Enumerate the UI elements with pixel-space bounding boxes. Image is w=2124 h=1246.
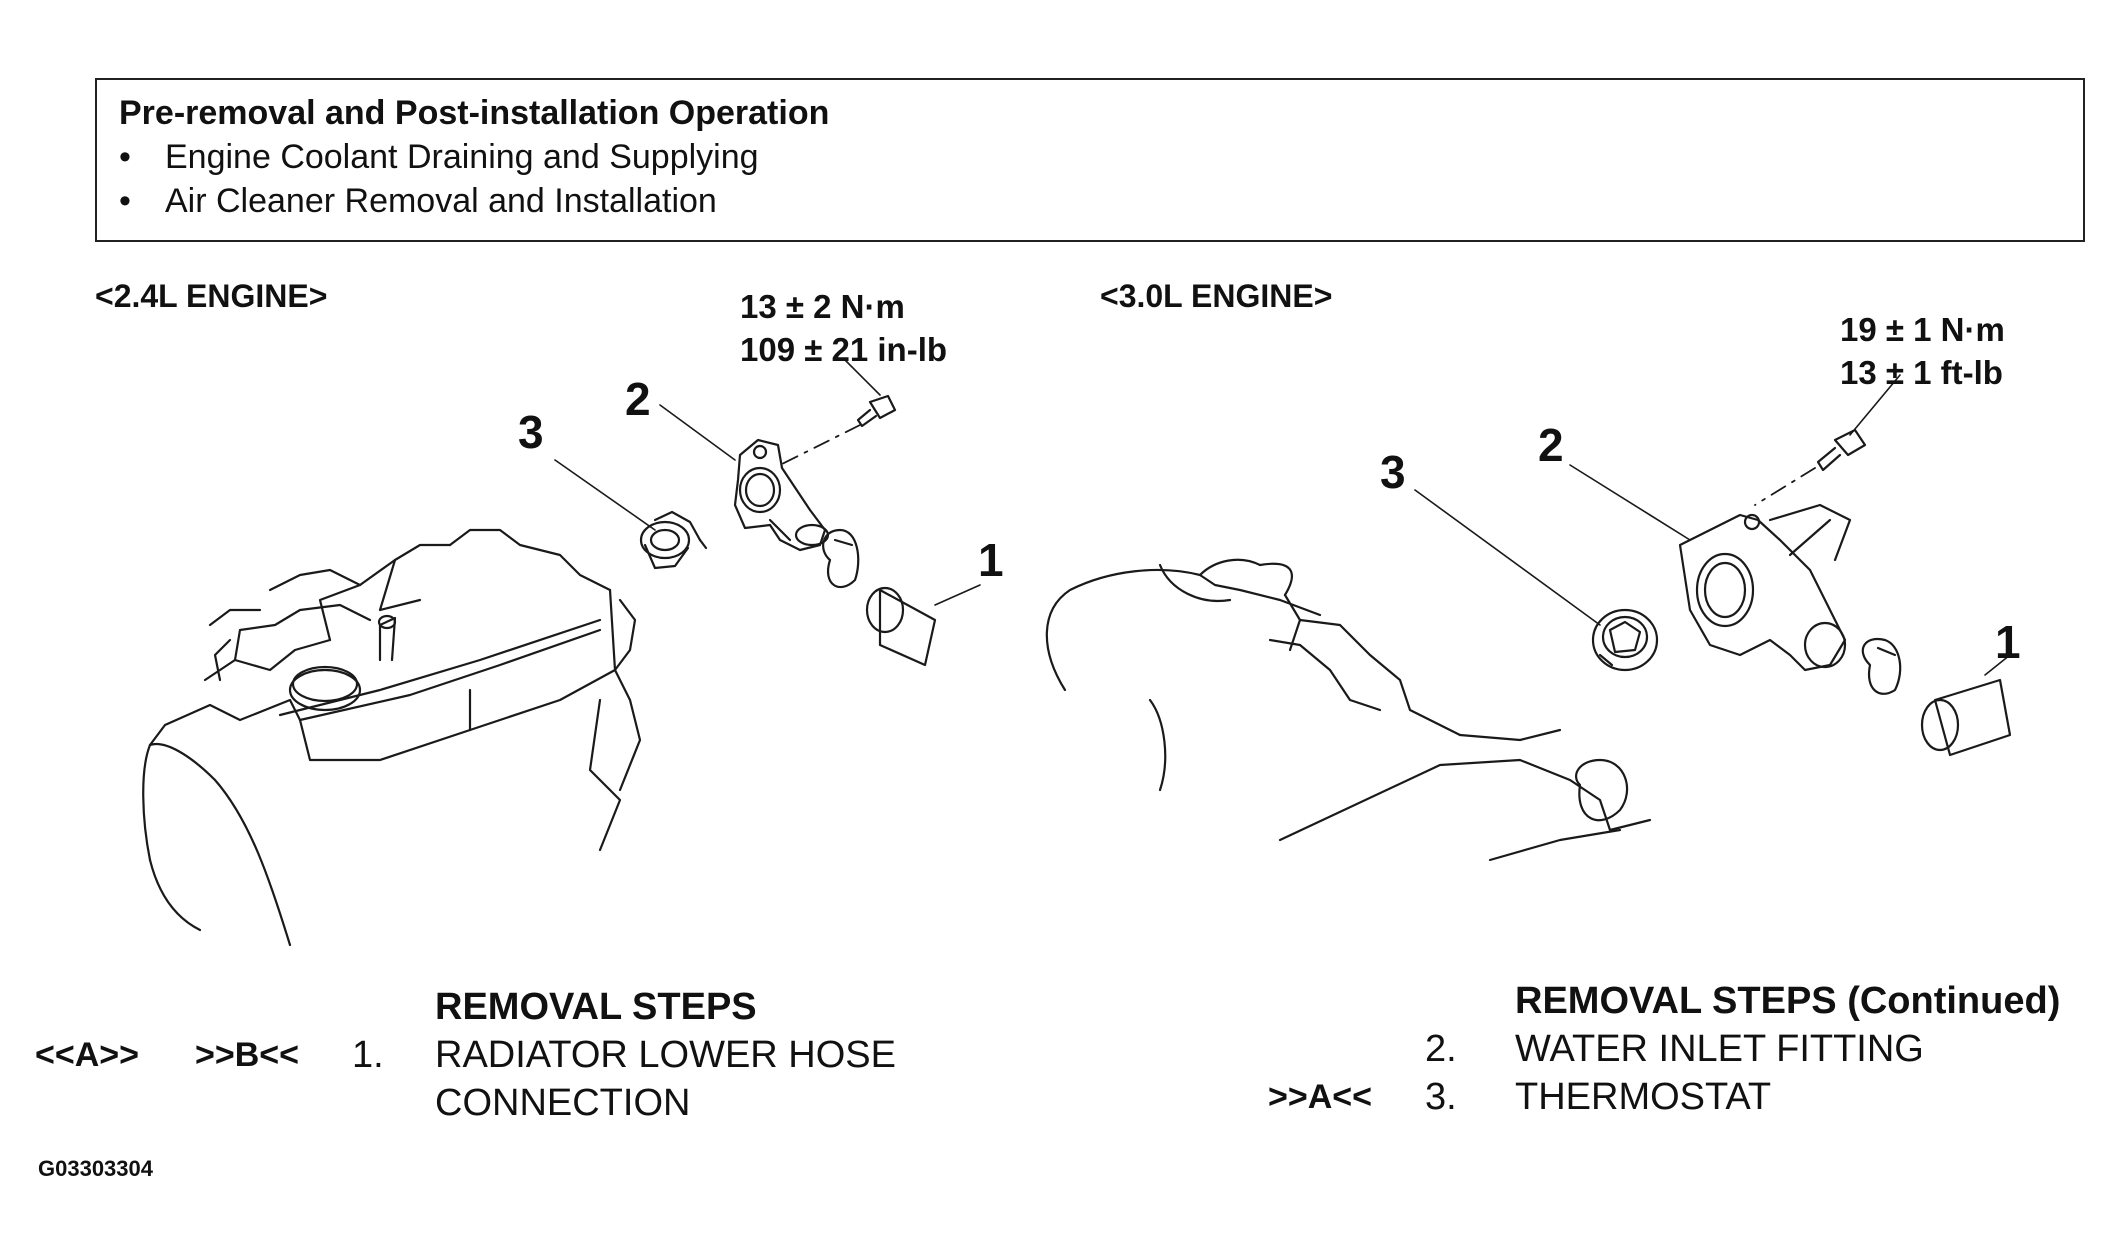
radiator-hose-30-drawing — [1920, 678, 2012, 757]
step2-text: WATER INLET FITTING — [1515, 1028, 1924, 1070]
engine-30-block-drawing — [1045, 558, 1652, 862]
bolt-24-drawing — [856, 394, 897, 428]
step1-code-b: >>B<< — [195, 1036, 299, 1074]
engine-30-torque-spec: 19 ± 1 N·m 13 ± 1 ft-lb — [1840, 311, 2005, 391]
bolt-30-drawing — [1816, 428, 1867, 472]
callout-1-30: 1 — [1995, 616, 2021, 668]
callout-1-24: 1 — [978, 534, 1004, 586]
thermostat-24-drawing — [639, 510, 708, 570]
pre-removal-item: •Air Cleaner Removal and Installation — [119, 182, 717, 220]
pre-removal-item: •Engine Coolant Draining and Supplying — [119, 138, 759, 176]
step1-text-line1: RADIATOR LOWER HOSE — [435, 1034, 896, 1076]
hose-clamp-24-drawing — [822, 528, 860, 589]
removal-steps-continued-title: REMOVAL STEPS (Continued) — [1515, 980, 2061, 1022]
pre-removal-title: Pre-removal and Post-installation Operat… — [119, 94, 830, 132]
step3-number: 3. — [1425, 1076, 1457, 1118]
radiator-hose-24-drawing — [865, 586, 937, 667]
removal-steps-title: REMOVAL STEPS — [435, 986, 757, 1028]
step1-text-line2: CONNECTION — [435, 1082, 691, 1124]
step1-code-a: <<A>> — [35, 1036, 139, 1074]
thermostat-30-drawing — [1591, 608, 1659, 672]
hose-clamp-30-drawing — [1861, 637, 1902, 695]
water-inlet-fitting-30-drawing — [1678, 503, 1852, 672]
callout-2-24: 2 — [625, 373, 651, 425]
figure-id: G03303304 — [38, 1156, 153, 1181]
engine-30-label: <3.0L ENGINE> — [1100, 278, 1333, 314]
bullet-icon: • — [119, 138, 131, 176]
pre-removal-box: Pre-removal and Post-installation Operat… — [95, 78, 2085, 242]
engine-24-torque-spec: 13 ± 2 N·m 109 ± 21 in-lb — [740, 288, 948, 368]
bullet-icon: • — [119, 182, 131, 220]
engine-24-label: <2.4L ENGINE> — [95, 278, 328, 314]
step2-number: 2. — [1425, 1028, 1457, 1070]
engine-24-block-drawing — [142, 528, 642, 947]
step3-text: THERMOSTAT — [1515, 1076, 1772, 1118]
callout-3-30: 3 — [1380, 446, 1406, 498]
step1-number: 1. — [352, 1034, 384, 1076]
callout-3-24: 3 — [518, 406, 544, 458]
water-inlet-fitting-24-drawing — [733, 438, 830, 552]
callout-2-30: 2 — [1538, 419, 1564, 471]
step3-code: >>A<< — [1268, 1078, 1372, 1116]
